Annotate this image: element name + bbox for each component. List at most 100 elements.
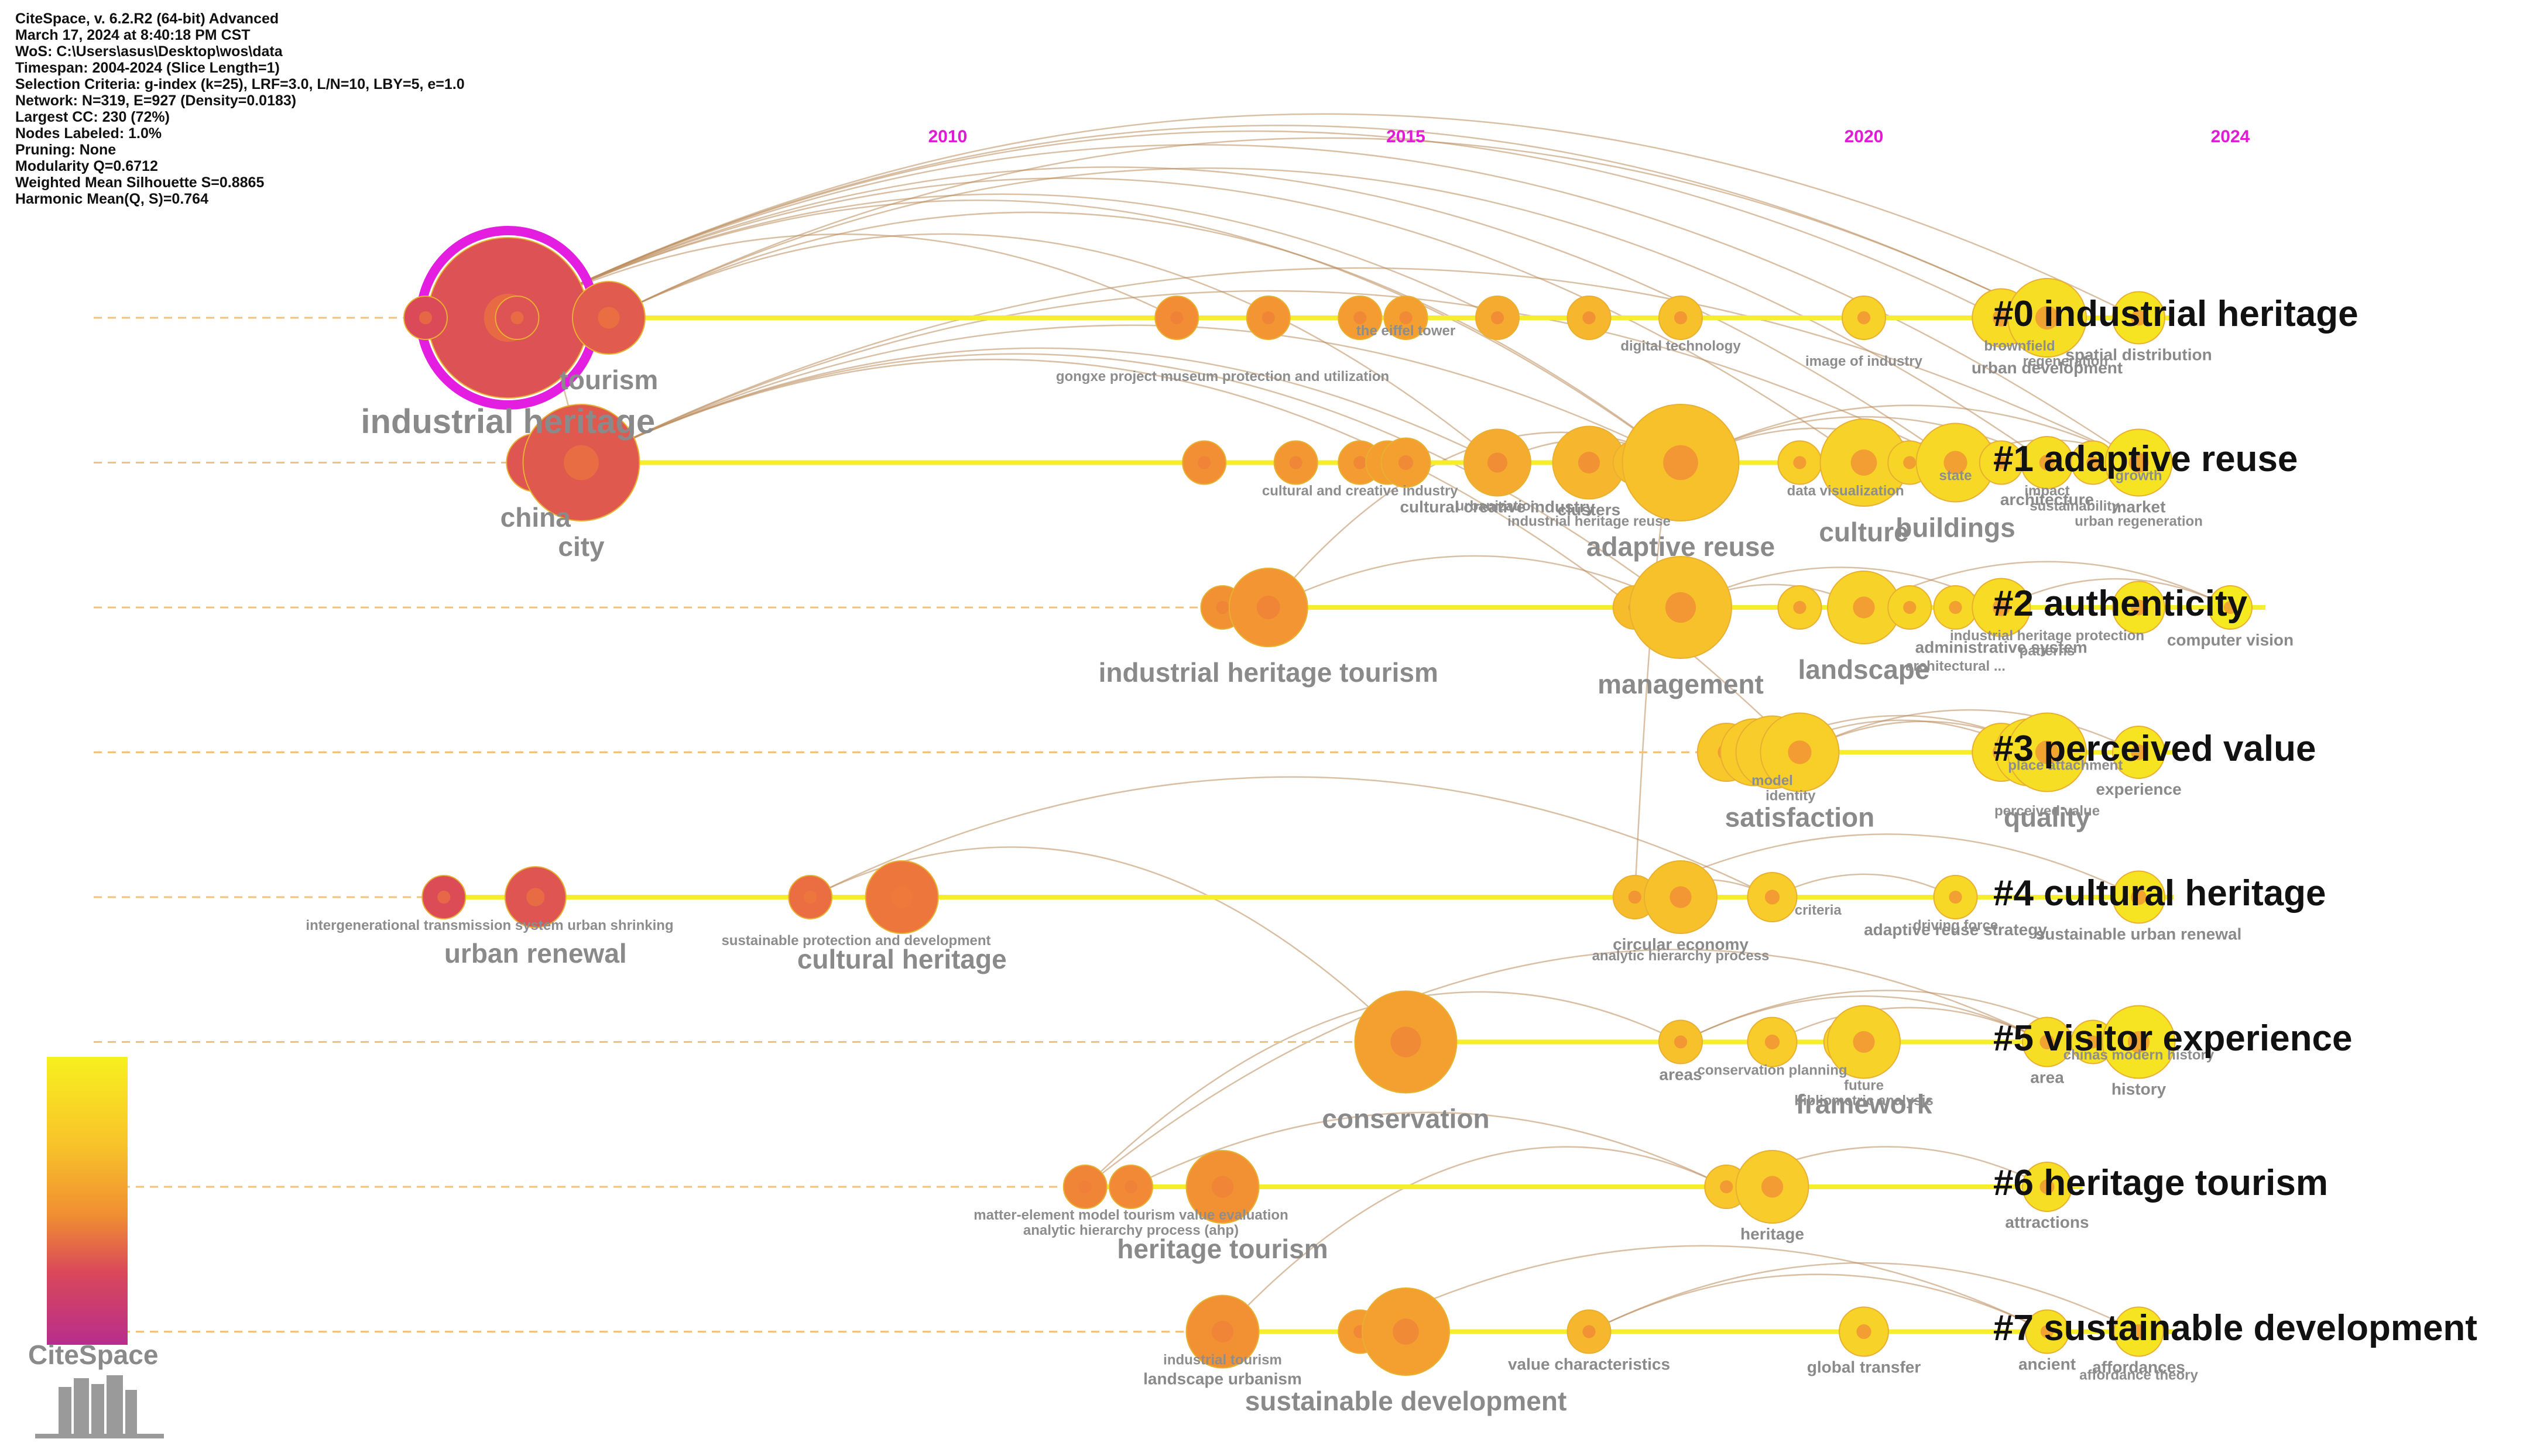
keyword-node-core [1353,311,1367,325]
minor-node-label: sustainable protection and development [721,933,990,949]
citation-arc [608,167,2048,463]
keyword-node-core [1393,1318,1419,1345]
keyword-node-core [1262,311,1275,325]
minor-node-label: brownfield [1984,338,2055,354]
node-label: area [2030,1069,2064,1087]
keyword-node-core [1628,890,1641,904]
keyword-node-core [2131,599,2147,616]
cluster-label: #6 heritage tourism [1993,1163,2328,1203]
minor-node-label: state [1939,468,1972,484]
citation-arc [2001,578,2231,609]
node-label: sustainable development [1245,1386,1567,1416]
keyword-node-core [1674,311,1688,325]
citation-arc [1130,1111,1727,1188]
minor-node-label: identity [1766,788,1816,804]
node-label: buildings [1895,513,2015,543]
minor-node-label: conservation planning [1697,1063,1847,1079]
keyword-node-core [1674,1035,1688,1049]
keyword-node-core [1578,451,1600,474]
minor-node-label: image of industry [1805,353,1923,369]
metadata-line: March 17, 2024 at 8:40:18 PM CST [15,27,251,43]
citation-arc [1588,1262,2140,1333]
citation-arc [508,199,1681,463]
citation-arc [1222,1146,1727,1333]
node-label: satisfaction [1725,802,1875,833]
minor-node-label: cultural and creative industry [1262,483,1458,499]
minor-node-label: gongxe project museum protection and uti… [1056,369,1389,384]
keyword-node-core [1124,1180,1138,1194]
citation-arc [508,125,2048,319]
keyword-node-core [1170,311,1184,325]
node-label: experience [2096,780,2181,798]
cluster-label: #1 adaptive reuse [1993,438,2298,479]
minor-node-label: matter-element model tourism value evalu… [973,1207,1288,1223]
keyword-node-core [2131,744,2147,760]
keyword-node-core [2131,310,2147,326]
metadata-line: WoS: C:\Users\asus\Desktop\wos\data [15,43,283,60]
citespace-logo: CiteSpace [18,1334,176,1451]
metadata-line: Timespan: 2004-2024 (Slice Length=1) [15,60,280,76]
citation-arc [1359,1245,2048,1333]
minor-node-label: regeneration [2023,353,2108,369]
keyword-node-core [2086,456,2100,469]
node-layer [403,226,2253,1376]
citation-arc [508,113,2140,319]
year-tick-label: 2024 [2211,127,2250,146]
minor-node-label: industrial heritage reuse [1507,514,1671,530]
node-label: culture [1819,517,1908,547]
minor-node-label: chinas modern history [2063,1048,2215,1063]
node-label: conservation [1322,1104,1489,1134]
minor-node-label: bibliometric analysis [1794,1093,1933,1109]
citation-arc [608,211,1681,463]
keyword-node-core [804,890,817,904]
metadata-line: Network: N=319, E=927 (Density=0.0183) [15,92,297,109]
minor-node-label: future [1844,1078,1884,1094]
node-label: global transfer [1807,1358,1921,1376]
keyword-node-core [1211,1320,1234,1343]
minor-node-label: sustainability [2030,499,2120,514]
keyword-node-core [1764,1034,1780,1050]
keyword-node-core [1992,599,2010,616]
keyword-node-core [1949,600,1962,614]
minor-node-label: urbanization [1456,499,1540,514]
node-label: tourism [560,365,659,395]
keyword-node-core [1788,740,1812,764]
citation-arc [810,776,1773,898]
keyword-node-core [1216,600,1229,614]
cluster-label: #3 perceived value [1993,728,2316,769]
citation-arc [1680,990,2093,1043]
keyword-node-core [1853,1031,1875,1053]
citation-arc [1588,1273,2048,1333]
keyword-node-core [2131,1324,2147,1340]
citation-arc [1771,1007,2048,1043]
node-label: landscape [1798,654,1930,685]
minor-node-label: impact [2024,483,2069,499]
minor-node-label: growth [2116,468,2162,484]
keyword-node-core [2131,889,2147,905]
keyword-node-core [1582,1325,1596,1338]
node-label: heritage [1740,1225,1804,1243]
citation-arc [508,233,1177,319]
keyword-node-core [1211,1176,1234,1198]
minor-node-label: model [1751,773,1793,789]
metadata-line: Harmonic Mean(Q, S)=0.764 [15,191,208,207]
keyword-node-core [2086,1035,2100,1049]
citation-arc [608,137,2048,319]
minor-node-label: patterns [2020,643,2075,659]
keyword-node-core [2128,452,2149,473]
keyword-node-core [564,445,599,480]
node-label: urban renewal [444,938,627,969]
metadata-line: Pruning: None [15,142,116,158]
citation-arc [581,358,1801,753]
citation-arc [1771,873,1956,898]
minor-node-label: digital technology [1620,338,1741,354]
citation-arc [1084,949,2048,1187]
keyword-node-core [1582,311,1596,325]
node-label: urban development [1972,359,2123,377]
year-color-legend [47,1057,128,1345]
node-label: administrative system [1915,638,2087,657]
metadata-line: Modularity Q=0.6712 [15,158,158,174]
keyword-node-core [1903,456,1917,469]
